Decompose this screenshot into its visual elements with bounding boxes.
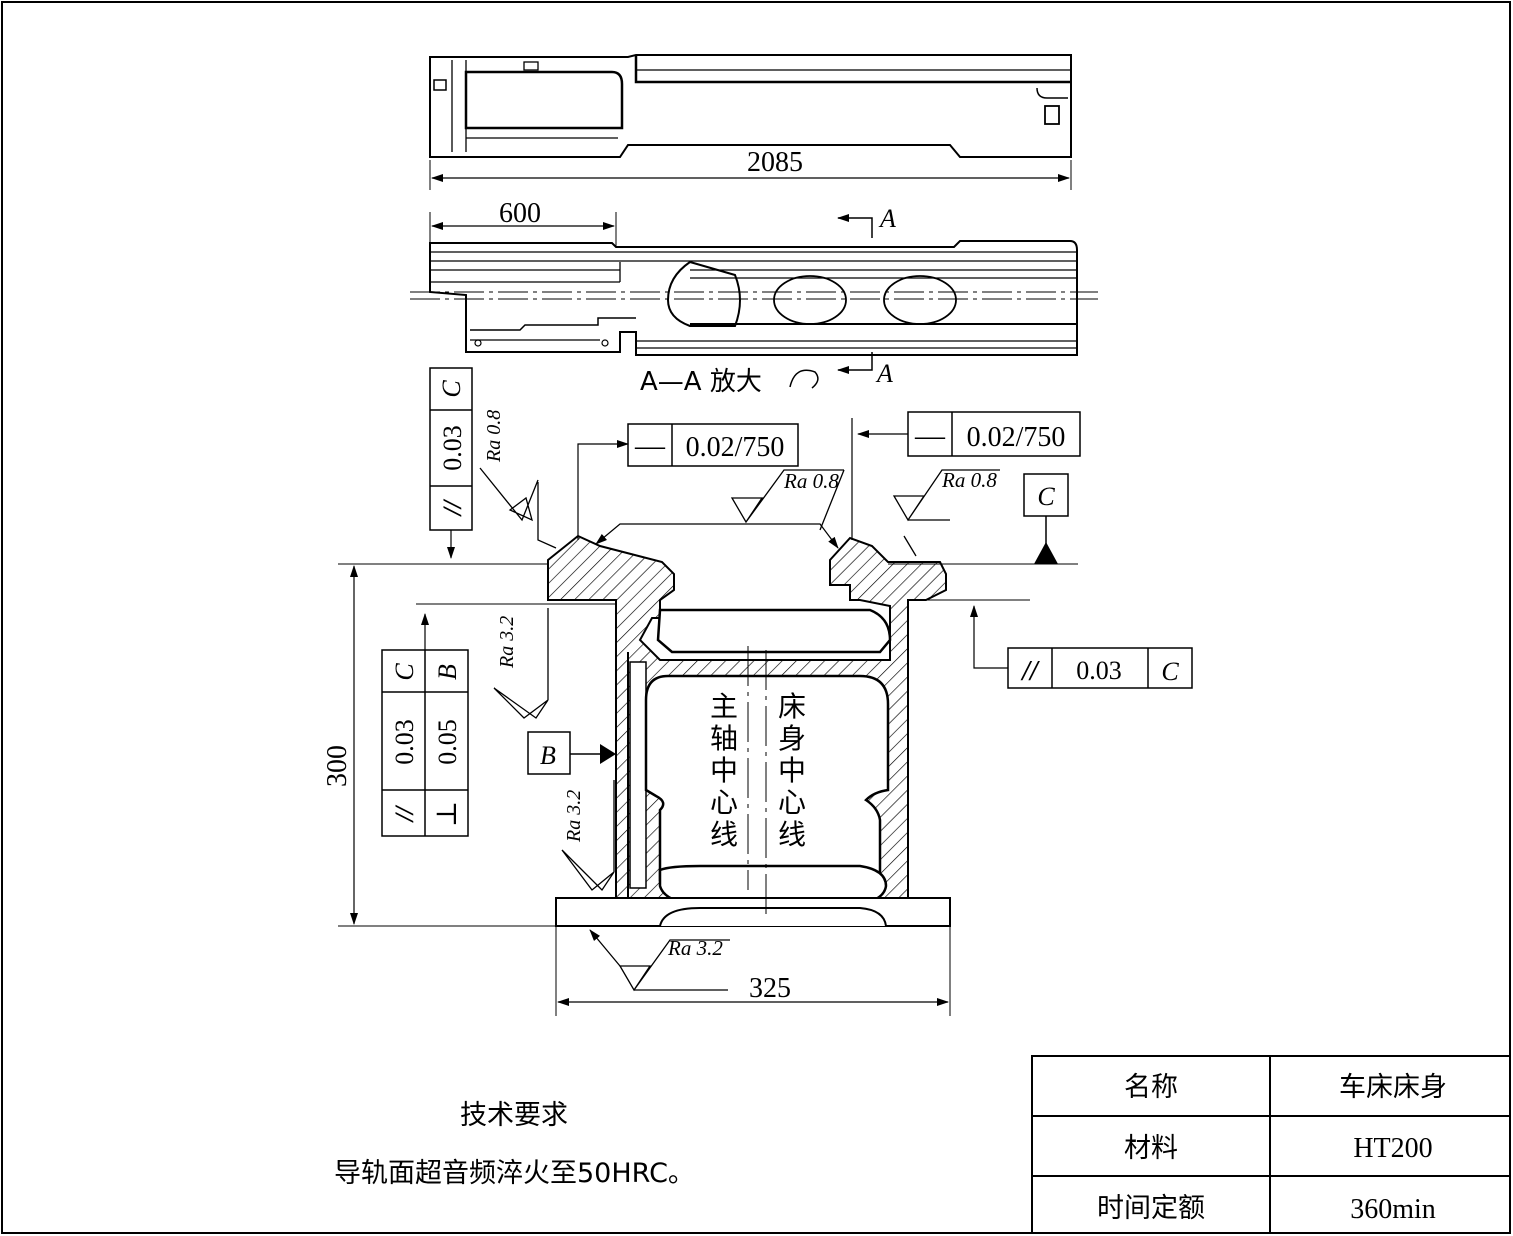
combo-parallel-datum: C (390, 663, 419, 681)
datum-c-label: C (1037, 482, 1055, 511)
svg-text:线: 线 (778, 818, 806, 851)
title-block-label-material: 材料 (1124, 1133, 1178, 1164)
datum-b-label: B (540, 741, 556, 770)
dim-2085-label: 2085 (747, 147, 803, 178)
title-block-value-material: HT200 (1353, 1133, 1432, 1164)
dim-300-label: 300 (322, 745, 353, 787)
dim-lines-section (338, 563, 1078, 1016)
combo-perp-value: 0.05 (433, 719, 462, 765)
svg-text:主: 主 (710, 690, 738, 723)
svg-text:线: 线 (710, 818, 738, 851)
section-caption: A—A 放大 (640, 367, 762, 397)
parallel-right-datum: C (1161, 657, 1179, 686)
label-bed-centerline: 床 身 中 心 线 (778, 690, 806, 851)
flatness-right-symbol: — (914, 419, 946, 452)
parallel-left-symbol: // (438, 498, 467, 517)
svg-text:心: 心 (710, 786, 738, 819)
ra-left-flange: Ra 3.2 (496, 616, 518, 669)
ra-base: Ra 3.2 (667, 936, 723, 960)
datum-b-symbol (527, 731, 616, 775)
flatness-left-value: 0.02/750 (686, 432, 785, 463)
combo-frame (381, 613, 469, 837)
top-view (429, 54, 1072, 190)
section-mark-bottom: A (875, 359, 893, 388)
svg-text:身: 身 (778, 722, 806, 755)
parallel-left-datum: C (437, 380, 466, 398)
section-view (547, 534, 951, 927)
parallel-frame-right (970, 605, 1193, 689)
tech-req-title: 技术要求 (460, 1100, 568, 1131)
title-block (1031, 1055, 1511, 1234)
svg-text:中: 中 (710, 754, 738, 787)
combo-perp-datum: B (433, 664, 462, 680)
flatness-frame-left (577, 423, 799, 540)
top-surface-leader (595, 523, 839, 549)
parallel-frame-left (429, 367, 473, 559)
mid-view (410, 212, 1098, 389)
ra-top-center: Ra 0.8 (783, 469, 839, 493)
ra-top-right: Ra 0.8 (941, 468, 997, 492)
label-spindle-centerline: 主 轴 中 心 线 (710, 690, 738, 851)
combo-parallel-symbol: // (390, 804, 419, 823)
parallel-left-value: 0.03 (438, 425, 467, 471)
ra-top-left-guide: Ra 0.8 (483, 410, 505, 463)
datum-c-symbol (1023, 473, 1069, 564)
title-block-value-time: 360min (1350, 1194, 1436, 1225)
tech-req-text: 导轨面超音频淬火至50HRC。 (334, 1158, 695, 1189)
title-block-value-name: 车床床身 (1339, 1072, 1447, 1103)
dim-600-label: 600 (499, 198, 541, 229)
flatness-frame-right (851, 411, 1081, 540)
combo-perp-symbol: ⊥ (432, 801, 463, 827)
parallel-right-symbol: // (1020, 656, 1040, 687)
title-block-label-name: 名称 (1124, 1072, 1178, 1103)
flatness-left-symbol: — (634, 429, 666, 462)
dim-325-label: 325 (749, 973, 791, 1004)
parallel-right-value: 0.03 (1076, 656, 1122, 685)
svg-text:心: 心 (778, 786, 806, 819)
flatness-right-value: 0.02/750 (967, 422, 1066, 453)
combo-parallel-value: 0.03 (390, 719, 419, 765)
ra-left-wall: Ra 3.2 (563, 790, 585, 843)
svg-text:床: 床 (778, 690, 806, 723)
roughness-marks (479, 467, 1000, 992)
section-mark-top: A (878, 204, 896, 233)
svg-text:轴: 轴 (710, 722, 738, 755)
svg-text:中: 中 (778, 754, 806, 787)
title-block-label-time: 时间定额 (1097, 1193, 1205, 1224)
